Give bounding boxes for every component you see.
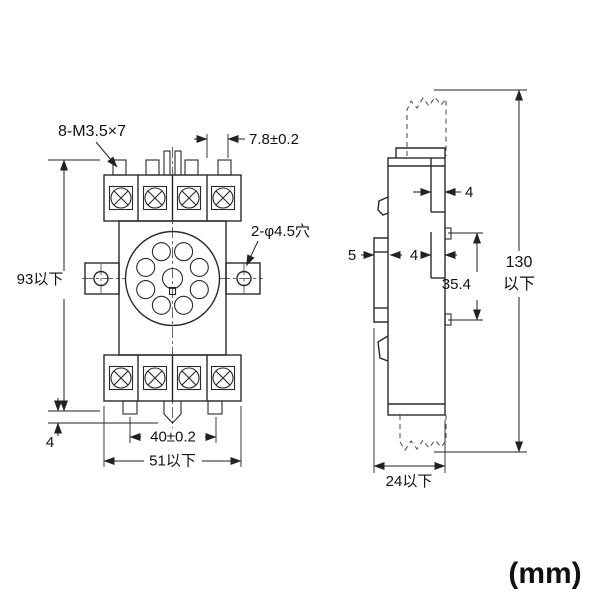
dim-top-recess-label: 4 <box>465 184 473 201</box>
rail-clip-lower <box>377 335 389 362</box>
dim-terminal-pitch-label: 7.8±0.2 <box>249 131 299 148</box>
pin-hole <box>151 295 171 315</box>
dim-mid-recess-label: 4 <box>410 247 418 264</box>
dim-overall-depth-label: 24以下 <box>386 473 433 490</box>
units-label: (mm) <box>508 557 581 590</box>
top-terminal-block <box>103 174 242 222</box>
front-dimensions <box>48 134 259 469</box>
side-view-drawing <box>361 89 527 473</box>
bottom-terminal-block <box>103 354 242 402</box>
dimension-labels: 8-M3.5×7 7.8±0.2 2-φ4.5穴 93以下 4 40±0.2 5… <box>17 123 582 590</box>
bottom-spike <box>163 401 182 424</box>
din-rail-mount <box>373 196 389 362</box>
side-body <box>387 147 446 416</box>
mounting-hole-left <box>93 270 109 287</box>
key-slot <box>168 286 177 296</box>
mounting-ears <box>84 262 261 295</box>
leader-mounting-holes <box>246 240 259 266</box>
phantom-clip-bottom <box>399 415 447 452</box>
dim-overall-height-suffix-label: 以下 <box>503 276 535 293</box>
pin-hole <box>174 242 194 262</box>
side-dimensions <box>361 89 527 473</box>
pin-hole <box>189 257 209 277</box>
rail-hook-upper <box>377 196 389 216</box>
octal-socket <box>124 230 221 327</box>
dim-terminal-screws-label: 8-M3.5×7 <box>58 123 126 140</box>
dim-bottom-tab-height-label: 4 <box>46 434 54 451</box>
center-keyhole <box>161 267 184 290</box>
dim-mounting-holes-label: 2-φ4.5穴 <box>251 223 310 240</box>
pin-hole <box>189 280 209 300</box>
side-terminal-bumps <box>444 227 452 326</box>
mounting-hole-right <box>236 270 252 287</box>
dim-mounting-hole-pitch-label: 40±0.2 <box>150 429 196 446</box>
bottom-tabs <box>122 400 223 424</box>
front-view-drawing <box>48 134 263 469</box>
pin-hole <box>174 295 194 315</box>
dim-body-height-label: 93以下 <box>17 271 64 288</box>
pin-hole <box>136 280 156 300</box>
pin-hole <box>151 242 171 262</box>
dim-body-width-label: 51以下 <box>149 453 196 470</box>
phantom-clip-top <box>406 96 447 156</box>
pin-hole <box>136 257 156 277</box>
dim-terminal-row-span-label: 35.4 <box>442 276 471 293</box>
dim-overall-height-value-label: 130 <box>506 254 533 271</box>
leader-terminal-screws <box>95 141 118 168</box>
dim-rail-groove-label: 5 <box>348 247 356 264</box>
